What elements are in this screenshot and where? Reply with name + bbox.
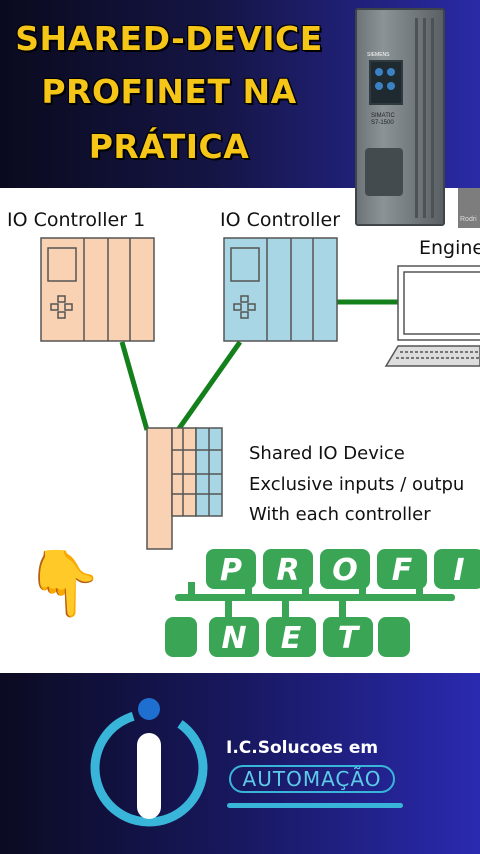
- io-controller-2-label: IO Controller: [220, 209, 341, 231]
- shared-io-device: [146, 427, 223, 550]
- link-controller2-device: [175, 340, 243, 432]
- profinet-letter-i: I: [453, 553, 464, 588]
- company-logo-icon: [90, 698, 208, 827]
- engineering-computer-icon: [384, 265, 480, 367]
- shared-device-label-3: With each controller: [249, 504, 431, 525]
- profinet-tile-i: [434, 549, 480, 589]
- plc-model-line-2: S7-1500: [371, 119, 394, 126]
- profinet-letter-r: R: [276, 553, 299, 588]
- company-name-line-2: AUTOMAÇÃO: [229, 765, 395, 793]
- profinet-tile-n: [209, 617, 259, 657]
- io-controller-1-device: [40, 237, 155, 342]
- side-image: Rodri: [458, 188, 480, 228]
- headline-line-1: SHARED-DEVICE: [15, 19, 323, 58]
- profinet-letter-t: T: [338, 621, 361, 656]
- plc-keypad: [365, 148, 403, 196]
- link-controller1-device: [119, 341, 150, 431]
- headline-line-2: PROFINET NA: [41, 72, 297, 111]
- profinet-letter-n: N: [221, 621, 246, 656]
- plc-display: [369, 60, 403, 105]
- side-image-text: Rodri: [460, 216, 477, 223]
- headline-line-3: PRÁTICA: [88, 127, 250, 166]
- pointing-hand-down-icon: 👇: [24, 547, 104, 619]
- company-underline: [227, 803, 403, 808]
- profinet-tile-f: [377, 549, 427, 589]
- profinet-tile-e: [266, 617, 316, 657]
- company-name-line-1: I.C.Solucoes em: [226, 738, 379, 758]
- profinet-tile-o: [320, 549, 370, 589]
- shared-device-label-2: Exclusive inputs / outpu: [249, 474, 465, 495]
- plc-device-image: SIEMENS SIMATIC S7-1500: [355, 8, 445, 226]
- plc-model-line-1: SIMATIC: [371, 113, 395, 119]
- io-controller-2-device: [223, 237, 338, 342]
- io-controller-1-label: IO Controller 1: [7, 209, 146, 231]
- profinet-letter-f: F: [392, 553, 413, 588]
- footer-banner: [0, 673, 480, 854]
- plc-brand: SIEMENS: [367, 52, 390, 58]
- profinet-tile-r: [263, 549, 313, 589]
- shared-device-label-1: Shared IO Device: [249, 443, 405, 464]
- engineering-label: Engine: [419, 237, 480, 259]
- profinet-logo: [165, 582, 455, 657]
- profinet-letter-o: O: [332, 553, 358, 588]
- profinet-letter-e: E: [281, 621, 302, 656]
- profinet-tile-t: [323, 617, 373, 657]
- profinet-letter-p: P: [220, 553, 242, 588]
- profinet-tile-p: [206, 549, 256, 589]
